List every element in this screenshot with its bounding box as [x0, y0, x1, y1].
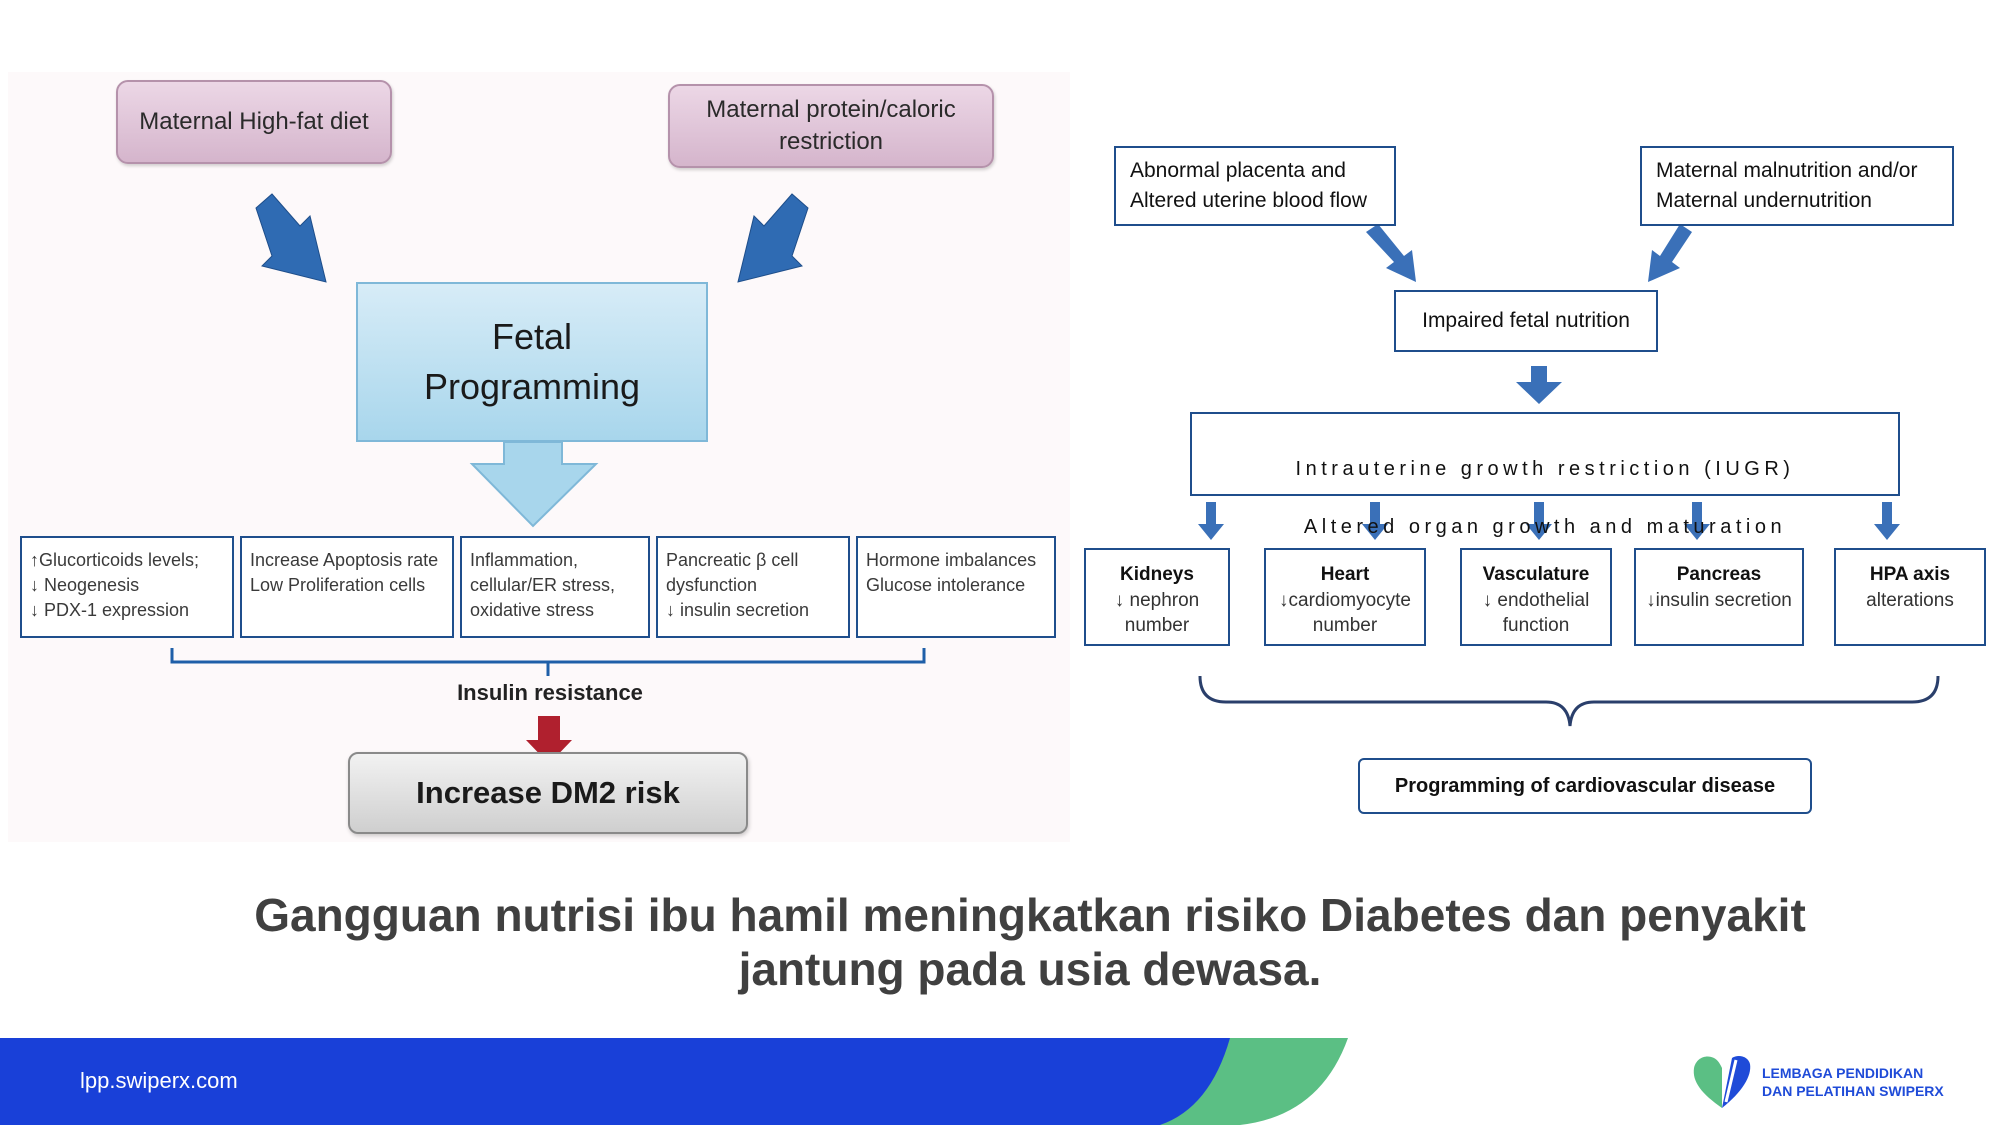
effect-box-hormone: Hormone imbalances Glucose intolerance — [856, 536, 1056, 638]
organ-title: Vasculature — [1482, 564, 1590, 585]
diag-arrow-right — [737, 193, 809, 283]
organ-box-vasculature: Vasculature ↓ endothelial function — [1460, 548, 1612, 646]
organ-desc: ↓insulin secretion — [1646, 589, 1792, 611]
high-fat-diet-box: Maternal High-fat diet — [116, 80, 392, 164]
organ-arrow-5 — [1874, 502, 1900, 540]
organ-desc: ↓ nephron number — [1114, 589, 1200, 637]
right-bracket — [1198, 675, 1940, 727]
footer-band — [0, 1038, 1348, 1125]
organ-box-pancreas: Pancreas ↓insulin secretion — [1634, 548, 1804, 646]
footer-url[interactable]: lpp.swiperx.com — [80, 1068, 238, 1093]
organ-box-hpa: HPA axis alterations — [1834, 548, 1986, 646]
protein-restriction-box: Maternal protein/caloric restriction — [668, 84, 994, 168]
slide-caption: Gangguan nutrisi ibu hamil meningkatkan … — [120, 888, 1940, 997]
arrow-malnutrition — [1648, 224, 1692, 282]
fetal-programming-box: Fetal Programming — [356, 282, 708, 442]
dm2-risk-label: Increase DM2 risk — [416, 775, 680, 810]
organ-arrow-1 — [1198, 502, 1224, 540]
logo-line-2: DAN PELATIHAN SWIPERX — [1762, 1083, 1944, 1100]
effect-box-glucocorticoids: ↑Glucorticoids levels; ↓ Neogenesis ↓ PD… — [20, 536, 234, 638]
iugr-box: Intrauterine growth restriction (IUGR) A… — [1190, 412, 1900, 538]
footer-blue-shape — [0, 1038, 1230, 1125]
placenta-box: Abnormal placenta and Altered uterine bl… — [1114, 146, 1396, 226]
organ-title: Kidneys — [1120, 564, 1194, 585]
protein-restriction-label: Maternal protein/caloric restriction — [706, 95, 956, 155]
organ-desc: alterations — [1866, 589, 1954, 611]
organ-box-heart: Heart ↓cardiomyocyte number — [1264, 548, 1426, 646]
organ-box-kidneys: Kidneys ↓ nephron number — [1084, 548, 1230, 646]
malnutrition-box: Maternal malnutrition and/or Maternal un… — [1640, 146, 1954, 226]
organ-desc: ↓ endothelial function — [1482, 589, 1590, 637]
effect-box-beta-cell: Pancreatic β cell dysfunction ↓ insulin … — [656, 536, 850, 638]
logo-heart-icon — [1693, 1056, 1751, 1108]
iugr-line-1: Intrauterine growth restriction (IUGR) — [1295, 458, 1795, 480]
organ-title: Pancreas — [1676, 564, 1762, 585]
impaired-nutrition-box: Impaired fetal nutrition — [1394, 290, 1658, 352]
fetal-down-arrow — [469, 441, 599, 528]
diag-arrow-left — [255, 193, 327, 283]
organ-arrow-4 — [1684, 502, 1710, 540]
arrow-impaired — [1516, 366, 1562, 404]
caption-line-2: jantung pada usia dewasa. — [738, 943, 1322, 996]
dm2-risk-box: Increase DM2 risk — [348, 752, 748, 834]
organ-title: Heart — [1320, 564, 1370, 585]
organ-arrow-2 — [1362, 502, 1388, 540]
effect-box-apoptosis: Increase Apoptosis rate Low Proliferatio… — [240, 536, 454, 638]
cardiovascular-result-box: Programming of cardiovascular disease — [1358, 758, 1812, 814]
organ-arrow-3 — [1526, 502, 1552, 540]
high-fat-diet-label: Maternal High-fat diet — [139, 107, 369, 135]
arrow-placenta — [1366, 224, 1416, 282]
logo-text: LEMBAGA PENDIDIKAN DAN PELATIHAN SWIPERX — [1762, 1064, 1944, 1100]
organ-title: HPA axis — [1869, 564, 1951, 585]
logo-line-1: LEMBAGA PENDIDIKAN — [1762, 1065, 1924, 1081]
iugr-line-2: Altered organ growth and maturation — [1303, 516, 1787, 538]
effect-box-inflammation: Inflammation, cellular/ER stress, oxidat… — [460, 536, 650, 638]
caption-line-1: Gangguan nutrisi ibu hamil meningkatkan … — [254, 889, 1806, 941]
organ-desc: ↓cardiomyocyte number — [1279, 589, 1411, 637]
insulin-resistance-label: Insulin resistance — [457, 680, 643, 705]
fetal-programming-label: Fetal Programming — [423, 315, 641, 407]
left-bracket — [170, 648, 926, 676]
